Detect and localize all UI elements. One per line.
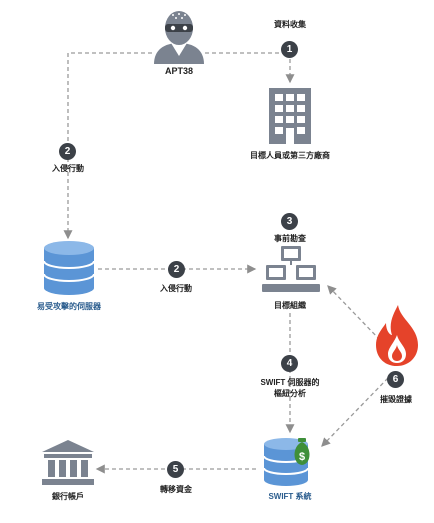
step-3-label: 事前勘查 [274, 234, 306, 243]
target-vendor-label: 目標人員或第三方廠商 [250, 151, 330, 160]
line-apt38-to-server [63, 52, 152, 240]
line-apt38-to-vendor [205, 52, 295, 84]
step-3-badge: 3 [281, 213, 298, 230]
step-4-badge: 4 [281, 355, 298, 372]
target-org-label: 目標組織 [274, 301, 306, 310]
bank-icon [40, 440, 96, 486]
swift-database-money-icon: $ [262, 436, 318, 488]
step-2-badge-left: 2 [59, 143, 76, 160]
step-5-label: 轉移資金 [160, 485, 192, 494]
step-5-badge: 5 [167, 461, 184, 478]
bank-account-label: 銀行帳戶 [52, 492, 84, 501]
flame-icon [372, 305, 422, 367]
organization-chart-icon [262, 246, 320, 294]
step-1-label: 資料收集 [274, 20, 306, 29]
svg-text:$: $ [299, 451, 305, 463]
step-6-badge: 6 [387, 371, 404, 388]
swift-system-label: SWIFT 系統 [268, 492, 312, 501]
step-4-label: SWIFT 伺服器的 樞紐分析 [260, 378, 320, 398]
destroy-evidence-label: 摧毀證據 [380, 395, 412, 404]
apt38-label: APT38 [164, 66, 193, 76]
hacker-mask-icon [152, 6, 206, 64]
office-building-icon [265, 88, 315, 144]
database-server-icon [42, 240, 96, 296]
step-2-label-middle: 入侵行動 [160, 284, 192, 293]
line-fire-to-org [327, 285, 381, 341]
line-fire-to-swift [321, 377, 389, 447]
step-2-badge-middle: 2 [168, 261, 185, 278]
vulnerable-server-label: 易受攻擊的伺服器 [37, 302, 101, 311]
step-2-label-left: 入侵行動 [52, 164, 84, 173]
step-1-badge: 1 [281, 41, 298, 58]
